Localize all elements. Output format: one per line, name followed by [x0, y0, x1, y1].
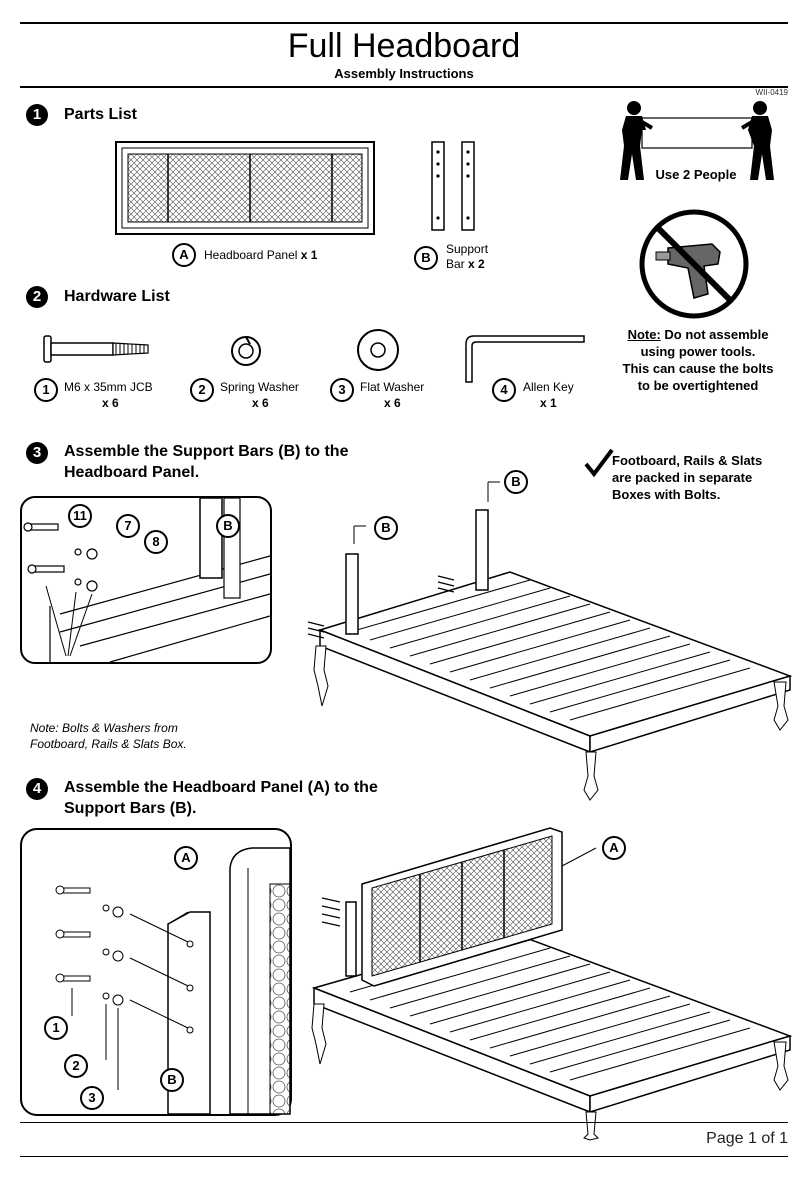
step-4-detail-a-callout: A — [174, 846, 198, 870]
flat-washer-icon — [357, 329, 399, 371]
step-3-bed-b-callout-left: B — [374, 516, 398, 540]
two-people-carrying-icon — [620, 101, 774, 180]
no-power-tools-icon — [639, 209, 749, 319]
hardware-3-qty: x 6 — [384, 396, 401, 410]
hardware-1-name: M6 x 35mm JCB — [64, 380, 153, 394]
top-rule — [20, 22, 788, 24]
allen-key-icon — [465, 335, 585, 383]
step-3-number: 3 — [26, 442, 48, 464]
hardware-1-callout: 1 — [34, 378, 58, 402]
step-1-number: 1 — [26, 104, 48, 126]
hardware-3-name: Flat Washer — [360, 380, 425, 394]
document-code: WII-0419 — [755, 88, 788, 97]
hardware-4-qty: x 1 — [540, 396, 557, 410]
step-3-callout-7: 7 — [116, 514, 140, 538]
step-4-bed-a-callout: A — [602, 836, 626, 860]
step-1-title: Parts List — [64, 106, 137, 123]
header-rule — [20, 86, 788, 88]
use-two-people-label: Use 2 People — [655, 167, 737, 182]
part-a-callout: A — [172, 243, 196, 267]
part-b-callout: B — [414, 246, 438, 270]
step-3-bed-frame-illustration — [307, 481, 793, 801]
page-number: Page 1 of 1 — [706, 1130, 788, 1147]
hardware-2-name: Spring Washer — [220, 380, 299, 394]
footer-rule-top — [20, 1122, 788, 1123]
step-3-detail-view — [20, 496, 272, 664]
step-3-detail-b-callout: B — [216, 514, 240, 538]
step-2-number: 2 — [26, 286, 48, 308]
page-title: Full Headboard — [287, 27, 521, 65]
step-4-detail-view — [20, 828, 292, 1116]
note-label: Note: — [627, 327, 661, 342]
step-4-callout-3: 3 — [80, 1086, 104, 1110]
spring-washer-icon — [231, 336, 261, 366]
part-a-label: Headboard Panel x 1 — [204, 248, 318, 262]
power-tools-note: Note: Do not assemble using power tools.… — [622, 327, 774, 393]
footer-rule-bottom — [20, 1156, 788, 1157]
step-3-bed-b-callout-right: B — [504, 470, 528, 494]
hardware-2-qty: x 6 — [252, 396, 269, 410]
hardware-4-name: Allen Key — [523, 380, 574, 394]
page-subtitle: Assembly Instructions — [334, 66, 474, 81]
step-2-title: Hardware List — [64, 288, 170, 305]
hardware-2-callout: 2 — [190, 378, 214, 402]
bolt-icon — [43, 335, 149, 363]
step-4-bed-frame-illustration — [311, 827, 793, 1141]
hardware-3-callout: 3 — [330, 378, 354, 402]
headboard-panel-illustration — [115, 141, 375, 235]
step-4-callout-1: 1 — [44, 1016, 68, 1040]
step-3-callout-11: 11 — [68, 504, 92, 528]
support-bars-illustration — [431, 141, 475, 231]
checkmark-icon — [584, 448, 614, 478]
hardware-1-qty: x 6 — [102, 396, 119, 410]
step-4-callout-2: 2 — [64, 1054, 88, 1078]
step-4-number: 4 — [26, 778, 48, 800]
step-3-callout-8: 8 — [144, 530, 168, 554]
step-4-detail-b-callout: B — [160, 1068, 184, 1092]
hardware-4-callout: 4 — [492, 378, 516, 402]
